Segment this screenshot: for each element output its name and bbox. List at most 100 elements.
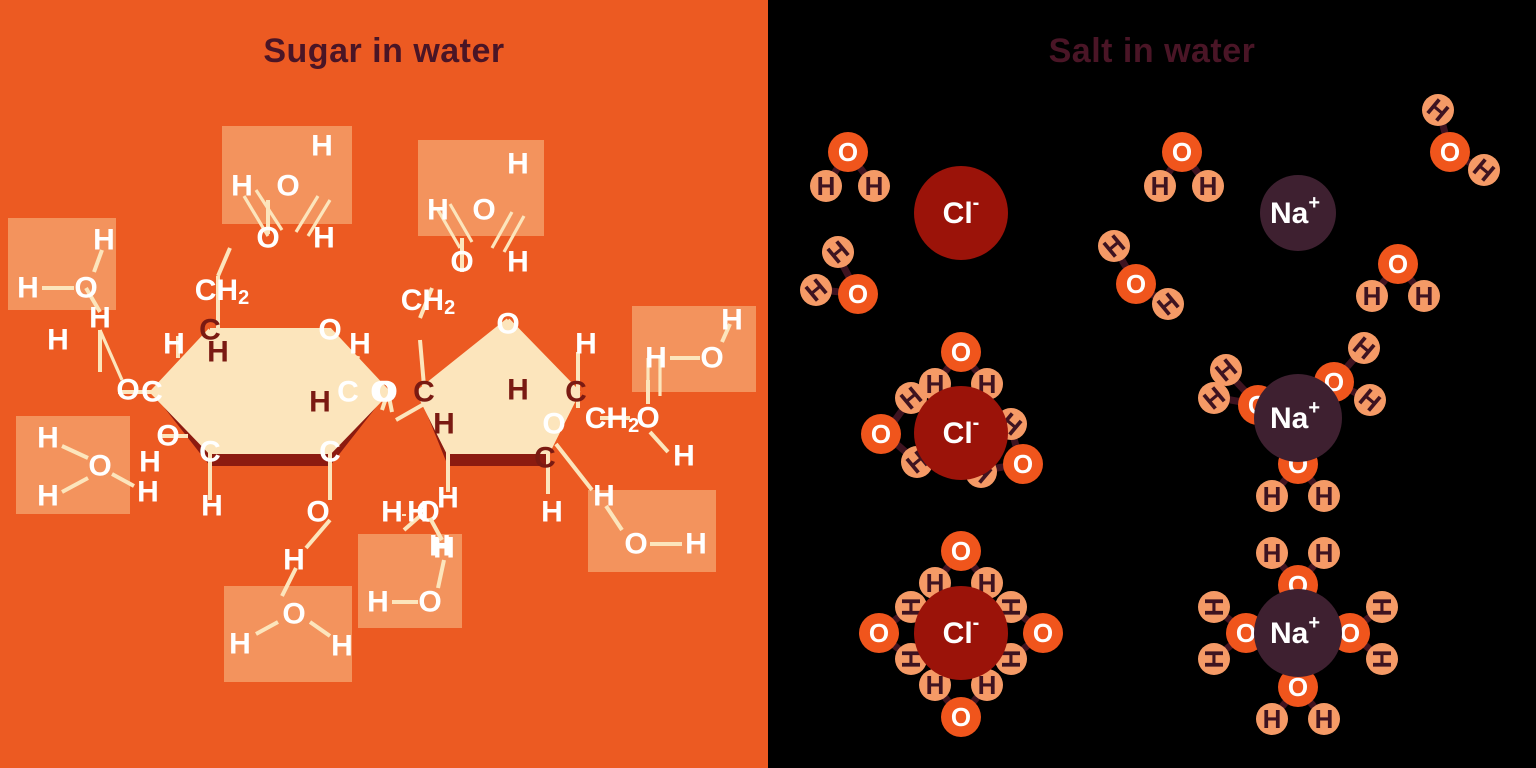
atom-H: H (349, 328, 371, 361)
atom-H: H (1315, 538, 1334, 568)
sodium-partially-solvated: H H O H H O (1197, 330, 1387, 512)
atom-H: H (1421, 92, 1455, 127)
atom-H: H (381, 496, 403, 529)
atom-H: H (89, 302, 111, 335)
atom-CH2: CH2 (585, 402, 639, 438)
atom-H: H (1367, 650, 1397, 669)
atom-O: O (276, 170, 299, 203)
sugar-panel: Sugar in water (0, 0, 768, 768)
chloride-partially-solvated: H H O H H O (861, 332, 1043, 490)
atom-H: H (996, 650, 1026, 669)
atom-H: H (17, 272, 39, 305)
atom-O: O (1126, 269, 1146, 299)
atom-O: O (951, 702, 971, 732)
atom-H: H (1199, 598, 1229, 617)
water-ball-molecule: H H O (919, 531, 1003, 599)
fructose-ring (415, 318, 581, 466)
atom-H: H (821, 234, 855, 269)
atom-H: H (507, 374, 529, 407)
water-molecule: H O H (593, 480, 707, 561)
sugar-panel-title: Sugar in water (263, 32, 505, 70)
atom-H: H (1097, 228, 1131, 263)
ion-label-sodium: Na+ (1270, 612, 1320, 650)
atom-H: H (93, 224, 115, 257)
sodium-ion-free: Na+ (1260, 175, 1336, 251)
atom-H: H (685, 528, 707, 561)
atom-H: H (331, 630, 353, 663)
atom-O: O (838, 137, 858, 167)
atom-H: H (1315, 481, 1334, 511)
atom-O: O (951, 536, 971, 566)
atom-H: H (1467, 152, 1501, 187)
salt-panel: Salt in water H H O H H O (768, 0, 1536, 768)
atom-O: O (116, 374, 139, 407)
atom-O: O (156, 420, 179, 453)
water-molecule: H O H (381, 496, 451, 563)
atom-H: H (367, 586, 389, 619)
atom-H: H (37, 480, 59, 513)
glucose-ring (149, 328, 391, 466)
water-ball-molecule: H H O (1144, 132, 1224, 202)
atom-O: O (624, 528, 647, 561)
water-ball-molecule: H H O (1356, 244, 1440, 312)
atom-O: O (374, 376, 397, 409)
atom-O: O (282, 598, 305, 631)
atom-H: H (978, 670, 997, 700)
atom-H: H (283, 544, 305, 577)
sodium-fully-solvated: H H O H H O (1198, 537, 1398, 735)
atom-H: H (437, 482, 459, 515)
hydrogen-bonds (98, 189, 662, 396)
ion-label-chloride: Cl- (943, 192, 980, 230)
atom-H: H (1151, 286, 1185, 321)
atom-H: H (575, 328, 597, 361)
atom-O: O (1340, 618, 1360, 648)
atom-H: H (1315, 704, 1334, 734)
atom-H: H (593, 480, 615, 513)
atom-H: H (507, 148, 529, 181)
atom-H: H (231, 170, 253, 203)
atom-H: H (1367, 598, 1397, 617)
atom-H: H (1263, 481, 1282, 511)
ion-label-sodium: Na+ (1270, 192, 1320, 230)
atom-O: O (1388, 249, 1408, 279)
atom-H: H (978, 568, 997, 598)
atom-O: O (542, 408, 565, 441)
atom-C: C (337, 376, 359, 409)
atom-O: O (418, 586, 441, 619)
water-molecule: H (407, 496, 444, 541)
atom-H: H (137, 476, 159, 509)
atom-H: H (311, 130, 333, 163)
atom-O: O (1033, 618, 1053, 648)
atom-C: C (413, 376, 435, 409)
atom-C: C (199, 314, 221, 347)
atom-H: H (673, 440, 695, 473)
atom-O: O (700, 342, 723, 375)
atom-H: H (1199, 650, 1229, 669)
atom-O: O (318, 314, 341, 347)
atom-H: H (1199, 171, 1218, 201)
water-ball-molecule: H H O (919, 332, 1003, 400)
atom-H: H (1415, 281, 1434, 311)
atom-O: O (848, 279, 868, 309)
atom-H: H (507, 246, 529, 279)
atom-O: O (256, 222, 279, 255)
water-molecule: H O H H (37, 422, 159, 513)
atom-O: O (1440, 137, 1460, 167)
atom-H: H (207, 336, 229, 369)
atom-H: H (799, 272, 833, 307)
atom-O: O (370, 376, 393, 409)
atom-H: H (926, 568, 945, 598)
chloride-ion-free: Cl- (914, 166, 1008, 260)
water-ball-molecule: H H O (1421, 92, 1501, 187)
atom-O: O (636, 402, 659, 435)
water-molecule: H O H (229, 598, 353, 663)
atom-O: O (496, 308, 519, 341)
atom-H: H (313, 222, 335, 255)
atom-O: O (416, 496, 439, 529)
atom-C: C (534, 442, 556, 475)
atom-O: O (1236, 618, 1256, 648)
atom-O: O (1288, 672, 1308, 702)
atom-O: O (951, 337, 971, 367)
atom-H: H (201, 490, 223, 523)
